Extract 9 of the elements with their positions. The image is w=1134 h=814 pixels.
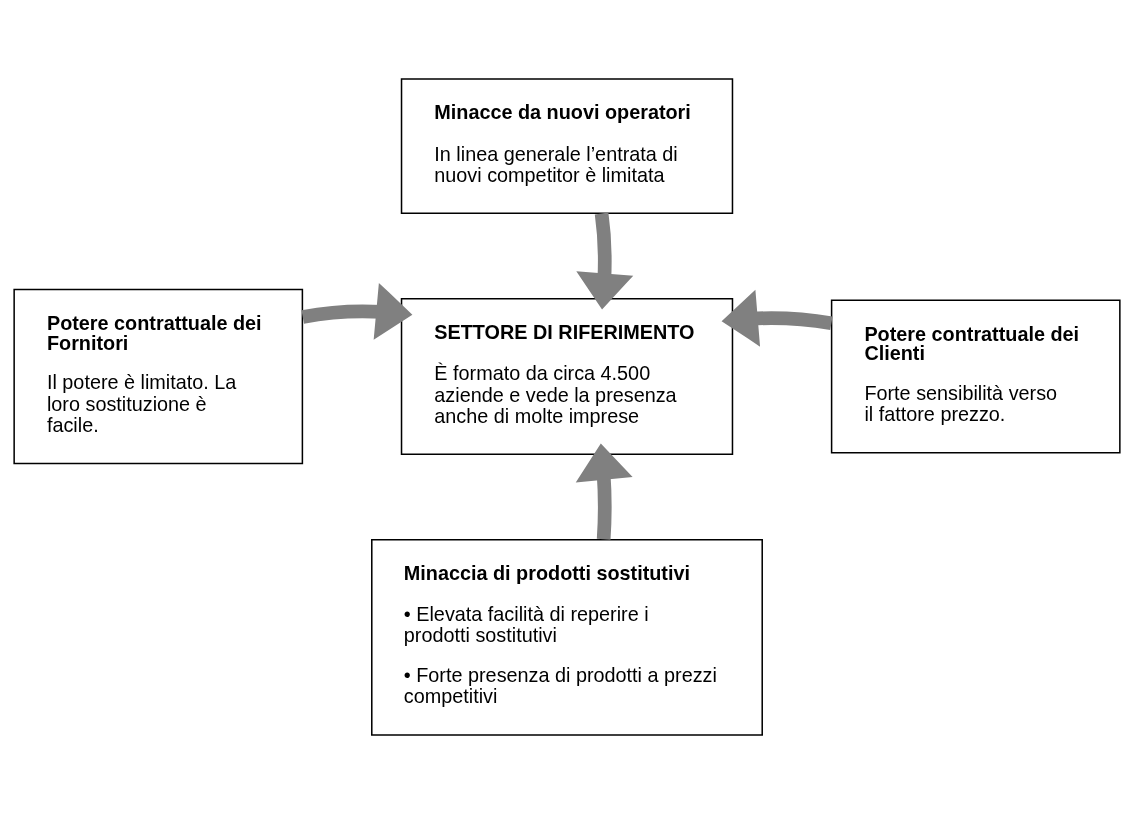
node-box: Potere contrattuale dei Fornitori Il potere è limitato. La loro sostituzione è facile.: [13, 288, 304, 465]
arrow: [575, 443, 633, 540]
arrow: [721, 289, 833, 347]
node-box: SETTORE DI RIFERIMENTO È formato da circa 4.500 aziende e vede la presenza anche di molte imprese: [400, 297, 734, 456]
node-box: Potere contrattuale dei Clienti Forte sensibilità verso il fattore prezzo.: [830, 299, 1121, 454]
arrow: [576, 212, 634, 310]
arrow: [301, 282, 413, 340]
node-box: Minacce da nuovi operatori In linea generale l’entrata di nuovi competitor è limitata: [400, 78, 734, 215]
node-box: Minaccia di prodotti sostitutivi • Elevata facilità di reperire i prodotti sostitutivi • Forte presenza di prodotti a prezzi competitivi: [371, 538, 763, 736]
